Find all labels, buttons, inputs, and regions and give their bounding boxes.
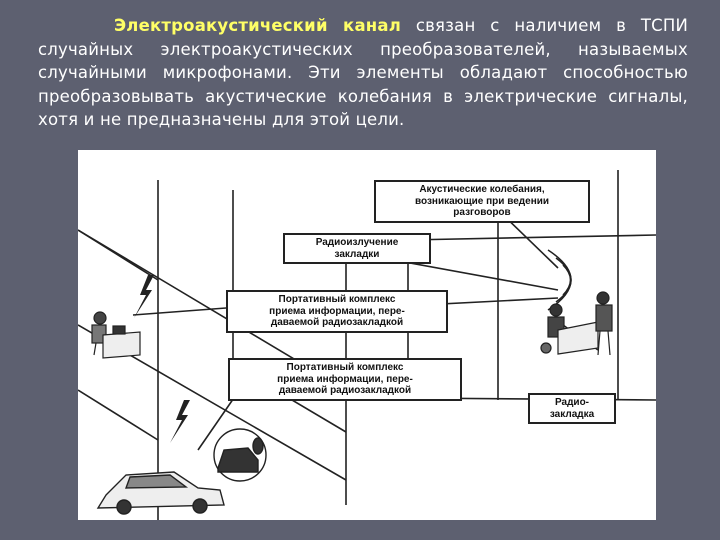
receiver-bubble-icon (213, 428, 267, 482)
callout-acoustic-vibrations: Акустические колебания, возникающие при … (374, 180, 590, 223)
callout-portable-receiver-2: Портативный комплекс приема информации, … (228, 358, 462, 401)
callout-portable-receiver-1: Портативный комплекс приема информации, … (226, 290, 448, 333)
car-icon (96, 471, 225, 515)
callout-radio-emission: Радиоизлучение закладки (283, 233, 431, 264)
callout-radio-bug: Радио- закладка (528, 393, 616, 424)
operator-left-icon (91, 311, 141, 359)
meeting-people-icon (540, 291, 613, 356)
intro-text: связан с наличием в ТСПИ случайных элект… (38, 16, 688, 129)
channel-diagram: Акустические колебания, возникающие при … (78, 150, 656, 520)
diagram-drawing (78, 170, 656, 520)
lightning-icon (134, 275, 190, 443)
intro-keyword: Электроакустический канал (114, 16, 402, 35)
intro-paragraph: Электроакустический канал связан с налич… (38, 14, 688, 132)
radio-waves-icon (547, 249, 572, 311)
